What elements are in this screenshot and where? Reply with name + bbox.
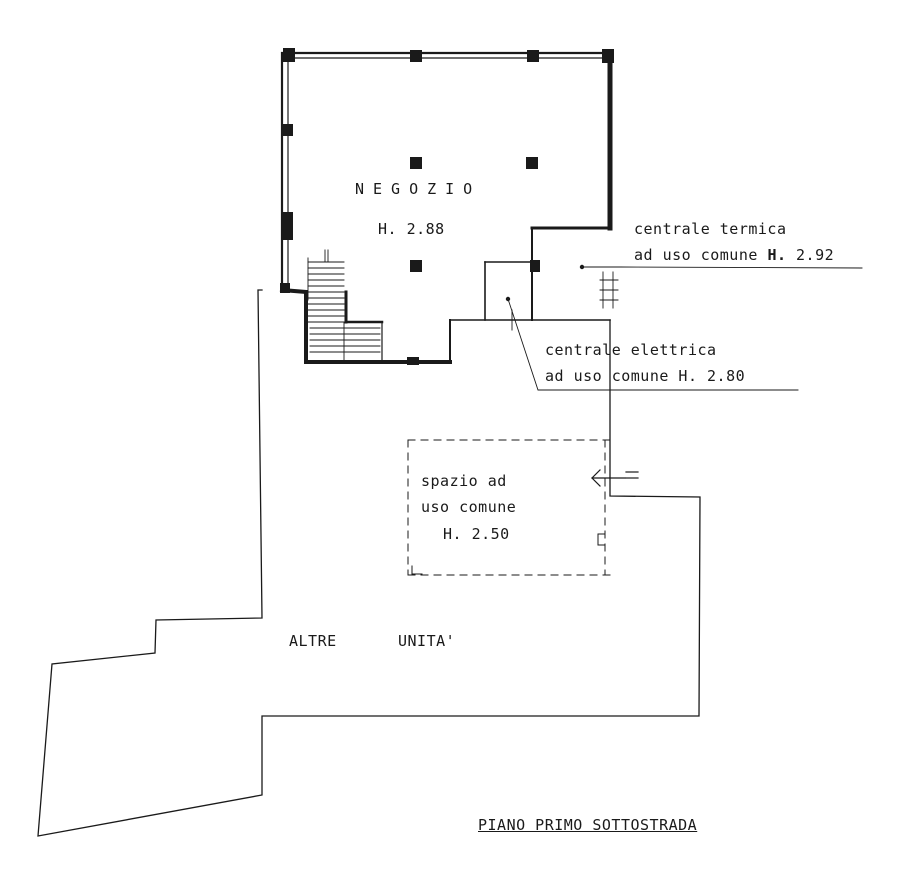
staircase bbox=[307, 249, 381, 361]
centrale-termica-label: centrale termica bbox=[634, 220, 787, 238]
negozio-height: H. 2.88 bbox=[378, 220, 445, 238]
floor-title: PIANO PRIMO SOTTOSTRADA bbox=[478, 816, 698, 834]
altre-unita-label-1: ALTRE bbox=[289, 632, 337, 650]
centrale-termica-height: ad uso comune H. 2.92 bbox=[634, 246, 834, 264]
spazio-comune-label-2: uso comune bbox=[421, 498, 517, 516]
spazio-comune-label-1: spazio ad bbox=[421, 472, 507, 490]
outline-other-units bbox=[37, 289, 701, 837]
negozio-walls bbox=[279, 51, 614, 364]
entry-arrow bbox=[591, 469, 639, 487]
service-shaft bbox=[599, 271, 619, 441]
centrale-termica-h-value: 2.92 bbox=[786, 246, 835, 264]
spazio-comune-door-mark bbox=[597, 533, 605, 546]
pillars bbox=[280, 48, 614, 365]
spazio-comune-boundary bbox=[407, 439, 611, 576]
altre-unita-label-2: UNITA' bbox=[398, 632, 456, 650]
leader-lines bbox=[507, 266, 863, 391]
centrale-termica-h-label: H. bbox=[767, 246, 787, 264]
negozio-label: NEGOZIO bbox=[355, 180, 482, 198]
centrale-elettrica-height: ad uso comune H. 2.80 bbox=[545, 367, 746, 385]
spazio-comune-corner bbox=[411, 565, 423, 575]
centrale-termica-use: ad uso comune bbox=[634, 246, 768, 264]
marker-dots bbox=[505, 264, 585, 302]
spazio-comune-height: H. 2.50 bbox=[443, 525, 510, 543]
centrale-elettrica-label: centrale elettrica bbox=[545, 341, 717, 359]
